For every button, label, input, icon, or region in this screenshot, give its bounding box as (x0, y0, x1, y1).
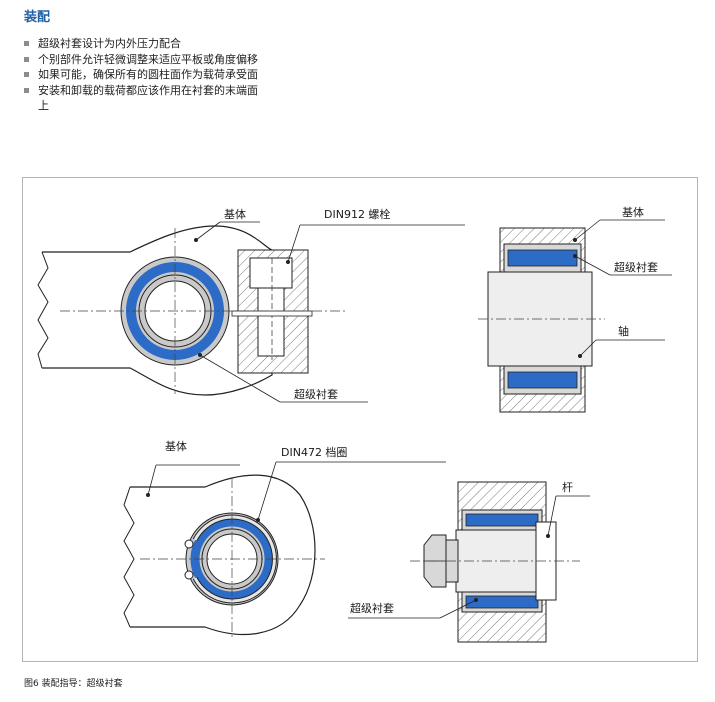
section-heading: 装配 (24, 10, 51, 25)
bullet-list: 超级衬套设计为内外压力配合 个别部件允许轻微调整来适应平板或角度偏移 如果可能，… (24, 36, 264, 114)
bullet-square-icon (24, 41, 29, 46)
shaft-section-view: 基体 超级衬套 轴 (478, 205, 672, 413)
bullet-text: 超级衬套设计为内外压力配合 (38, 37, 181, 50)
bushing-blue-bottom (507, 371, 578, 389)
rod-section-view: 杆 超级衬套 (348, 480, 590, 643)
bullet-square-icon (24, 72, 29, 77)
diagram-frame (22, 177, 698, 662)
label-bushing: 超级衬套 (614, 260, 658, 274)
label-base: 基体 (622, 205, 644, 219)
label-base: 基体 (165, 439, 187, 453)
label-bushing: 超级衬套 (350, 601, 394, 615)
bullet-square-icon (24, 87, 29, 93)
label-base: 基体 (224, 207, 246, 221)
label-shaft: 轴 (618, 324, 629, 338)
label-ring: DIN472 档圈 (281, 445, 347, 459)
bullet-text: 如果可能，确保所有的圆柱面作为载荷承受面 (38, 68, 258, 81)
bullet-text: 安装和卸载的载荷都应该作用在衬套的末端面上 (38, 83, 258, 113)
bullet-item: 个别部件允许轻微调整来适应平板或角度偏移 (24, 52, 264, 68)
eye-end-view: 基体 DIN912 螺栓 超级衬套 (37, 207, 465, 403)
label-bolt: DIN912 螺栓 (324, 207, 390, 221)
bushing-blue-bottom (465, 595, 539, 609)
retaining-ring-view: 基体 DIN472 档圈 (123, 439, 446, 640)
label-rod: 杆 (562, 480, 573, 494)
bullet-text: 个别部件允许轻微调整来适应平板或角度偏移 (38, 52, 258, 66)
bullet-item: 安装和卸载的载荷都应该作用在衬套的末端面上 (24, 83, 264, 114)
bullet-item: 超级衬套设计为内外压力配合 (24, 36, 264, 52)
figure-caption: 图6 装配指导：超级衬套 (24, 679, 123, 689)
bushing-blue-top (465, 513, 539, 527)
bullet-item: 如果可能，确保所有的圆柱面作为载荷承受面 (24, 67, 264, 83)
bushing-blue-top (507, 249, 578, 267)
bullet-square-icon (24, 56, 29, 62)
label-bushing: 超级衬套 (294, 387, 338, 401)
